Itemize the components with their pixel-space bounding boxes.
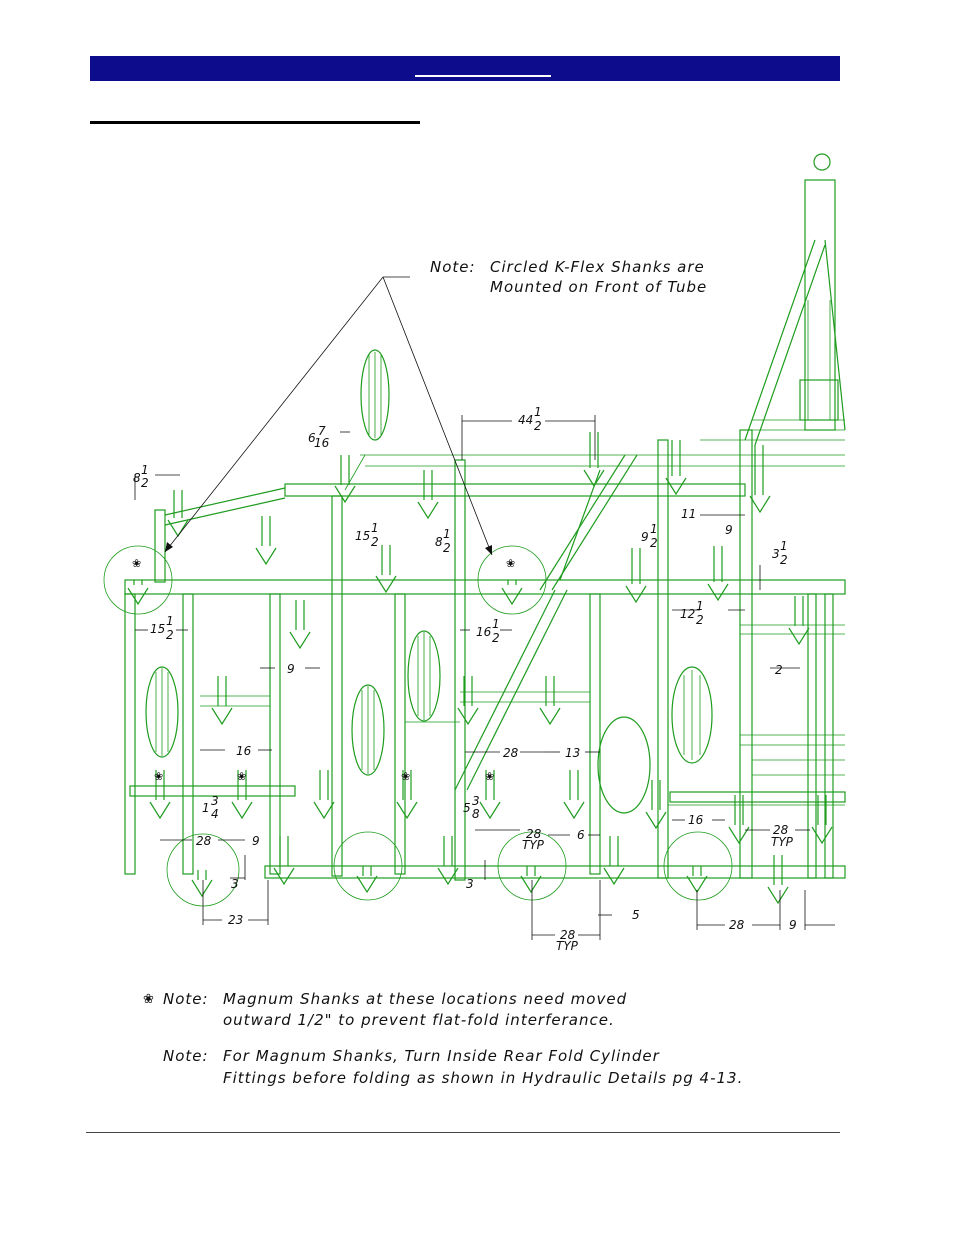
dim-1-den: 4	[211, 807, 219, 821]
dim-1-num: 3	[211, 794, 219, 808]
note2-line1: For Magnum Shanks, Turn Inside Rear Fold…	[223, 1047, 660, 1065]
note1-label: Note:	[163, 990, 209, 1008]
dim-28d: 28	[773, 823, 789, 837]
star-marker: ❀	[506, 557, 515, 570]
dim-15b-whole: 15	[150, 622, 165, 636]
note2-label: Note:	[163, 1047, 209, 1065]
note1-line2: outward 1/2" to prevent flat-fold interf…	[223, 1011, 615, 1029]
note1-line1: Magnum Shanks at these locations need mo…	[223, 990, 627, 1008]
dim-15a-num: 1	[371, 521, 379, 535]
dim-3-whole: 3	[772, 547, 780, 561]
dim-5-num: 3	[472, 794, 480, 808]
dim-3-den: 2	[780, 553, 788, 567]
dim-3a: 3	[231, 877, 239, 891]
dim-6b: 6	[577, 828, 585, 842]
dim-9a-whole: 9	[641, 530, 649, 544]
dim-3-num: 1	[780, 539, 788, 553]
dim-8b-num: 1	[443, 527, 451, 541]
star-marker: ❀	[237, 770, 246, 783]
note1-star-icon: ❀	[143, 992, 154, 1007]
dim-12-num: 1	[696, 599, 704, 613]
shanks	[127, 432, 833, 905]
gauge-wheels	[145, 349, 713, 814]
k-flex-note-label: Note:	[430, 258, 476, 276]
dim-16a-num: 1	[492, 617, 500, 631]
dim-8b-whole: 8	[435, 535, 443, 549]
dim-5-whole: 5	[463, 801, 471, 815]
dimension-lines	[134, 415, 835, 940]
dim-44-num: 1	[534, 405, 542, 419]
dim-5-den: 8	[472, 807, 480, 821]
star-marker: ❀	[401, 770, 410, 783]
dim-28d-typ: TYP	[771, 835, 794, 849]
dim-9d: 9	[252, 834, 260, 848]
dim-16b: 16	[236, 744, 252, 758]
dim-44-den: 2	[534, 419, 542, 433]
dim-28a: 28	[503, 746, 519, 760]
header-bar	[90, 56, 840, 81]
callout-leaders	[164, 276, 493, 556]
dim-9e: 9	[789, 918, 797, 932]
dim-11: 11	[681, 507, 696, 521]
dim-13: 13	[565, 746, 580, 760]
dim-28f: 28	[729, 918, 745, 932]
star-marker: ❀	[132, 557, 141, 570]
dim-8b-den: 2	[443, 541, 451, 555]
dim-15a-den: 2	[371, 535, 379, 549]
dim-8a-whole: 8	[133, 471, 141, 485]
dim-28c: 28	[526, 827, 542, 841]
dim-44-whole: 44	[518, 413, 533, 427]
frame-structure	[124, 153, 846, 881]
dim-6-den: 16	[314, 436, 330, 450]
dim-23: 23	[228, 913, 243, 927]
dim-16a-den: 2	[492, 631, 500, 645]
dim-6-whole: 6	[308, 431, 316, 445]
header-title-underline	[415, 75, 551, 77]
note2-line2: Fittings before folding as shown in Hydr…	[223, 1069, 743, 1087]
dim-2: 2	[775, 663, 783, 677]
dim-6-num: 7	[318, 424, 326, 438]
dim-1-whole: 1	[202, 801, 210, 815]
dim-8a-num: 1	[141, 463, 149, 477]
footer-rule	[86, 1132, 840, 1133]
dim-28c-typ: TYP	[522, 838, 545, 852]
dim-9c: 9	[287, 662, 295, 676]
dim-28b: 28	[196, 834, 212, 848]
dim-9a-num: 1	[650, 522, 658, 536]
dim-8a-den: 2	[141, 476, 149, 490]
star-marker: ❀	[485, 770, 494, 783]
bottom-notes: ❀ Note: Magnum Shanks at these locations…	[143, 990, 743, 1087]
dim-9a-den: 2	[650, 536, 658, 550]
dim-5b: 5	[632, 908, 640, 922]
k-flex-note-line1: Circled K-Flex Shanks are	[490, 258, 705, 276]
dim-9b: 9	[725, 523, 733, 537]
dim-12-whole: 12	[680, 607, 695, 621]
k-flex-note: Note: Circled K-Flex Shanks are Mounted …	[430, 258, 707, 296]
star-marker: ❀	[154, 770, 163, 783]
dim-12-den: 2	[696, 613, 704, 627]
dim-16c: 16	[688, 813, 704, 827]
k-flex-note-line2: Mounted on Front of Tube	[490, 278, 707, 296]
dim-16a-whole: 16	[476, 625, 492, 639]
dim-3b: 3	[466, 877, 474, 891]
dim-28e: 28	[560, 928, 576, 942]
dimension-labels: 44 1 2 6 7 16 8 1 2 15 1 2 8 1 2 9 1 2 1…	[133, 405, 797, 953]
magnum-star-markers: ❀ ❀ ❀ ❀ ❀ ❀	[132, 557, 515, 783]
dim-15b-den: 2	[166, 628, 174, 642]
dim-28e-typ: TYP	[556, 939, 579, 953]
dim-15b-num: 1	[166, 614, 174, 628]
section-title-underline	[90, 121, 420, 124]
dim-15a-whole: 15	[355, 529, 370, 543]
circled-shank-markers	[103, 545, 733, 907]
